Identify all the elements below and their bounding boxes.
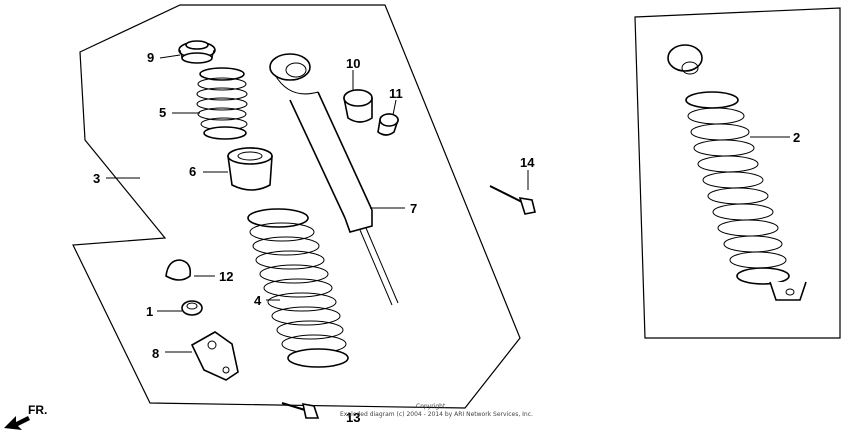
assembly-boundary-right (634, 7, 841, 339)
callout-7: 7 (410, 201, 417, 216)
callout-8: 8 (152, 346, 159, 361)
damper-unit (269, 53, 399, 306)
cap-nut (165, 259, 192, 281)
callout-3: 3 (93, 171, 100, 186)
bolt-upper (489, 185, 536, 215)
front-direction-label: FR. (28, 403, 47, 417)
copyright-line-2: Exploded diagram (c) 2004 - 2014 by ARI … (340, 411, 533, 418)
callout-10: 10 (346, 56, 360, 71)
collar (343, 89, 373, 123)
callout-1: 1 (146, 304, 153, 319)
callout-11: 11 (389, 86, 403, 101)
callout-14: 14 (520, 155, 535, 170)
copyright-line-1: Copyright (416, 403, 446, 410)
callout-6: 6 (189, 164, 196, 179)
spring-seat-cap (178, 40, 216, 64)
lower-bracket (190, 331, 239, 381)
front-direction-arrow-icon (4, 416, 30, 430)
callout-2: 2 (793, 130, 800, 145)
callout-13: 13 (346, 410, 360, 425)
callout-5: 5 (159, 105, 166, 120)
leader-lines (106, 54, 790, 353)
bushing (377, 113, 399, 136)
main-spring (247, 208, 349, 368)
shock-absorber-assembly (667, 44, 807, 301)
callout-4: 4 (254, 293, 262, 308)
callout-9: 9 (147, 50, 154, 65)
callout-12: 12 (219, 269, 233, 284)
nut (181, 300, 203, 316)
bolt-lower (281, 402, 320, 419)
bump-stop (227, 147, 273, 191)
upper-spring (196, 67, 248, 140)
